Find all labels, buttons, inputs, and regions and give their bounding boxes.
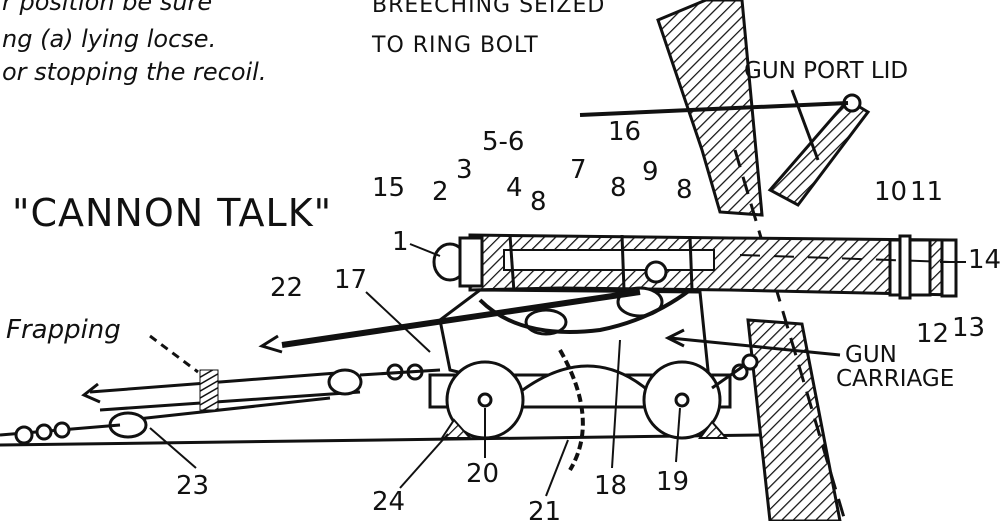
gun-carriage-arrowhead (664, 328, 685, 348)
part-9: 9 (642, 157, 659, 187)
wheel-chock-right (698, 420, 729, 439)
part-24: 24 (372, 487, 405, 517)
part-18: 18 (594, 471, 627, 501)
part-11: 11 (910, 177, 943, 207)
part-14: 14 (968, 245, 1000, 275)
part-19-leader (675, 407, 681, 463)
hull-wall-lower (746, 318, 842, 521)
hull-dashed-line (733, 149, 847, 521)
part-3: 3 (456, 155, 473, 185)
breeching-arrow (258, 334, 283, 354)
gun-carriage-pointer (669, 336, 841, 357)
part-8-b: 8 (610, 173, 627, 203)
gun-port-lid (579, 93, 871, 207)
part-1: 1 (392, 227, 409, 257)
part-17: 17 (334, 265, 367, 295)
note-line-2: ng (a) lying locse. (2, 25, 216, 53)
part-5-6: 5-6 (482, 127, 524, 157)
part-10: 10 (874, 177, 907, 207)
note-line-3: or stopping the recoil. (2, 58, 266, 86)
frapping-label: Frapping (6, 315, 121, 345)
part-21: 21 (528, 497, 561, 521)
gun-barrel (432, 233, 958, 300)
part-7: 7 (570, 155, 587, 185)
wheel-rear (445, 360, 525, 440)
gun-carriage-label-1: GUN (845, 342, 897, 368)
part-13: 13 (952, 313, 985, 343)
part-23-leader (149, 427, 197, 469)
part-24-leader (399, 433, 449, 489)
deck-line (0, 433, 761, 447)
part-4: 4 (506, 173, 523, 203)
frapping-tackle (0, 363, 441, 445)
frapping-pointer (149, 334, 199, 374)
part-8-c: 8 (676, 175, 693, 205)
train-tackle-rope (558, 349, 585, 472)
gun-port-lid-pointer (790, 89, 820, 161)
chain-right (711, 353, 759, 390)
part-20: 20 (466, 459, 499, 489)
part-22: 22 (270, 273, 303, 303)
part-12: 12 (916, 319, 949, 349)
gun-carriage-label-2: CARRIAGE (836, 366, 954, 392)
part-18-leader (611, 339, 621, 469)
part-1-leader (409, 243, 441, 257)
part-19: 19 (656, 467, 689, 497)
part-21-leader (545, 439, 569, 497)
part-2: 2 (432, 177, 449, 207)
breeching-rope-lower (478, 288, 692, 334)
part-23: 23 (176, 471, 209, 501)
breeching-note-line-2: TO RING BOLT (371, 33, 539, 58)
diagram-title: "CANNON TALK" (12, 191, 332, 235)
wheel-chock-left (440, 418, 473, 439)
wheel-front (642, 360, 722, 440)
part-8-a: 8 (530, 187, 547, 217)
breeching-rope (281, 289, 641, 348)
breeching-note-line-1: BREECHING SEIZED (372, 0, 605, 18)
part-16: 16 (608, 117, 641, 147)
part-17-leader (365, 291, 431, 353)
note-line-1: r position be sure (2, 0, 212, 16)
gun-port-lid-label: GUN PORT LID (744, 58, 908, 84)
part-15: 15 (372, 173, 405, 203)
